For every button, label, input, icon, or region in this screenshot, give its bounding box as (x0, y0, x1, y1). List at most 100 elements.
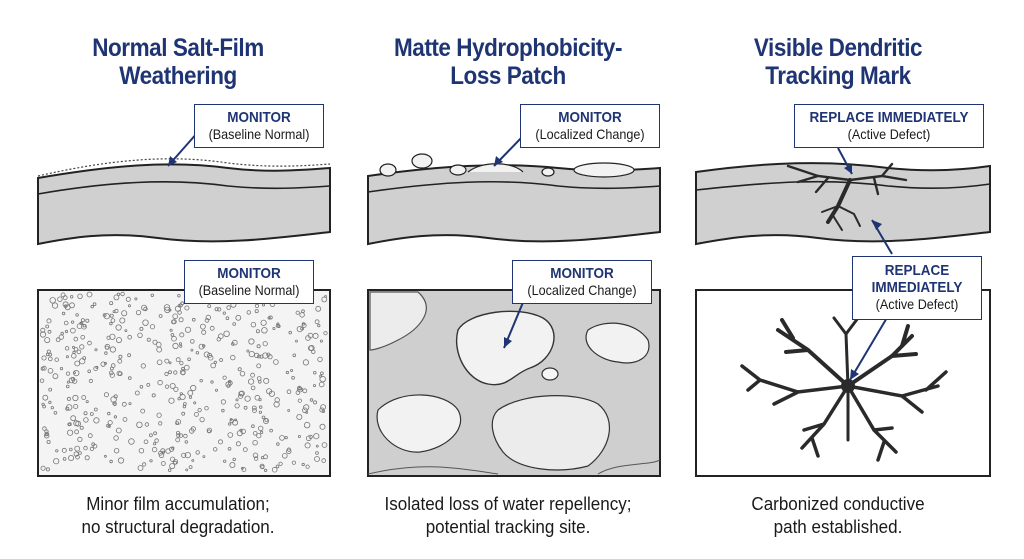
salt-speckle (219, 358, 224, 362)
salt-speckle (42, 404, 46, 409)
salt-speckle (319, 374, 323, 378)
salt-speckle (251, 405, 257, 411)
salt-speckle (137, 332, 143, 338)
salt-speckle (169, 463, 176, 470)
salt-speckle (44, 433, 48, 437)
salt-speckle (95, 365, 99, 369)
salt-speckle (256, 376, 262, 381)
salt-speckle (81, 395, 87, 400)
salt-speckle (160, 461, 166, 466)
salt-speckle (88, 378, 94, 384)
salt-speckle (164, 371, 169, 377)
salt-speckle (72, 345, 76, 349)
salt-speckle (46, 439, 51, 444)
salt-speckle (171, 335, 177, 342)
salt-speckle (109, 313, 114, 318)
salt-speckle (253, 456, 259, 461)
salt-speckle (320, 404, 327, 411)
salt-speckle (184, 326, 192, 333)
salt-speckle (106, 335, 111, 340)
salt-speckle (168, 361, 172, 365)
salt-speckle (225, 381, 232, 388)
salt-speckle (74, 360, 81, 367)
panel-title: Visible Dendritic Tracking Mark (753, 34, 923, 90)
salt-speckle (302, 359, 309, 366)
salt-speckle (169, 328, 173, 332)
salt-speckle (234, 403, 240, 409)
salt-speckle (292, 353, 297, 358)
salt-speckle (83, 417, 89, 423)
surface-view (695, 289, 991, 477)
salt-speckle (291, 460, 296, 465)
salt-speckle (315, 305, 322, 312)
salt-speckle (114, 308, 119, 314)
salt-speckle (314, 319, 320, 325)
salt-speckle (235, 441, 241, 447)
salt-speckle (128, 438, 135, 445)
salt-speckle (254, 303, 260, 308)
salt-speckle (296, 413, 303, 420)
salt-speckle (261, 415, 266, 420)
salt-speckle (92, 443, 98, 449)
salt-speckle (266, 388, 273, 395)
salt-speckle (214, 307, 219, 312)
salt-speckle (263, 377, 270, 384)
salt-speckle (152, 339, 158, 345)
salt-speckle (248, 338, 255, 345)
salt-speckle (140, 408, 146, 414)
water-droplet (573, 162, 635, 178)
salt-speckle (319, 339, 323, 343)
salt-speckle (104, 351, 108, 355)
salt-speckle (134, 297, 138, 301)
salt-speckle (45, 324, 50, 329)
salt-speckle (124, 329, 128, 333)
salt-speckle (65, 355, 69, 359)
status-label: MONITOR (217, 265, 281, 282)
salt-speckle (73, 420, 80, 427)
status-note: (Baseline Normal) (198, 282, 300, 298)
hydrophobicity-loss-illustration (367, 134, 661, 477)
water-droplet (541, 167, 555, 177)
salt-speckle (238, 391, 244, 397)
salt-speckle (232, 457, 236, 462)
salt-speckle (89, 412, 94, 416)
salt-speckle (178, 317, 184, 323)
salt-speckle (184, 440, 188, 444)
salt-speckle (93, 417, 100, 424)
salt-speckle (295, 339, 298, 343)
salt-speckle (113, 402, 117, 406)
salt-speckle (153, 442, 157, 446)
salt-speckle (148, 433, 153, 438)
salt-speckle (300, 326, 305, 331)
salt-speckle (296, 325, 303, 333)
salt-speckle (39, 331, 47, 338)
salt-speckle (321, 458, 327, 463)
salt-speckle (158, 421, 163, 426)
status-label: MONITOR (550, 265, 614, 282)
salt-speckle (193, 401, 197, 405)
water-droplet (411, 153, 433, 169)
salt-speckle (260, 319, 267, 326)
salt-speckle (199, 416, 205, 423)
salt-speckle (62, 457, 67, 461)
panel-dendritic-tracking: Visible Dendritic Tracking Mark (678, 0, 998, 559)
panel-caption: Isolated loss of water repellency; poten… (384, 493, 632, 537)
salt-speckle (86, 291, 93, 298)
salt-speckle (199, 323, 206, 330)
salt-speckle (136, 421, 143, 428)
salt-speckle (227, 446, 232, 451)
surface-view (367, 289, 661, 477)
salt-speckle (128, 304, 132, 308)
salt-speckle (218, 333, 224, 340)
salt-speckle (181, 452, 187, 458)
salt-speckle (83, 445, 88, 451)
salt-speckle (262, 417, 269, 424)
cross-section-callout: MONITOR (Localized Change) (520, 104, 660, 148)
salt-speckle (172, 313, 179, 320)
dendritic-tracking-illustration (695, 147, 991, 477)
panel-caption: Carbonized conductive path established. (751, 493, 925, 537)
salt-speckle (74, 429, 79, 435)
salt-speckle (181, 411, 186, 416)
salt-speckle (118, 354, 123, 359)
salt-speckle (222, 375, 227, 380)
